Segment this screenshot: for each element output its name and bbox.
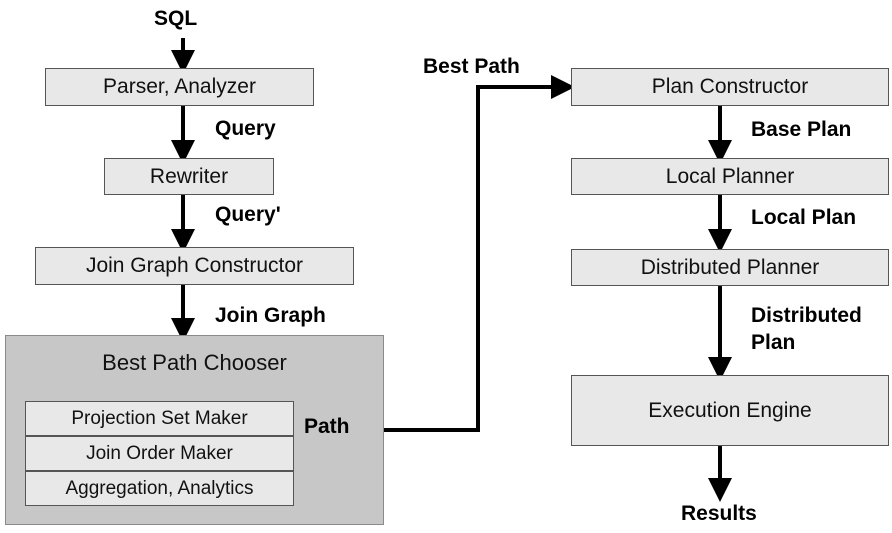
rewriter-box: Rewriter — [104, 158, 274, 195]
local-plan-label: Local Plan — [751, 206, 857, 229]
query-prime-label: Query' — [215, 203, 281, 226]
aggregation-analytics-box: Aggregation, Analytics — [25, 471, 294, 506]
join-graph-constructor-box: Join Graph Constructor — [35, 247, 354, 285]
plan-constructor-box: Plan Constructor — [571, 68, 889, 106]
local-planner-box: Local Planner — [571, 158, 889, 195]
base-plan-label: Base Plan — [751, 118, 852, 141]
projection-set-maker-box: Projection Set Maker — [25, 401, 294, 436]
arrow-best-path — [384, 75, 575, 432]
sql-input-label: SQL — [154, 7, 198, 30]
distributed-plan-label-line1: Distributed — [751, 304, 862, 327]
distributed-planner-box: Distributed Planner — [571, 249, 889, 286]
results-output-label: Results — [681, 502, 757, 525]
execution-engine-box: Execution Engine — [571, 375, 889, 446]
parser-analyzer-box: Parser, Analyzer — [45, 68, 314, 106]
join-graph-label: Join Graph — [215, 304, 326, 327]
best-path-label: Best Path — [423, 55, 520, 78]
best-path-chooser-title: Best Path Chooser — [102, 350, 287, 375]
query-label: Query — [215, 117, 276, 140]
distributed-plan-label-line2: Plan — [751, 331, 796, 354]
path-label: Path — [304, 415, 350, 438]
join-order-maker-box: Join Order Maker — [25, 436, 294, 471]
